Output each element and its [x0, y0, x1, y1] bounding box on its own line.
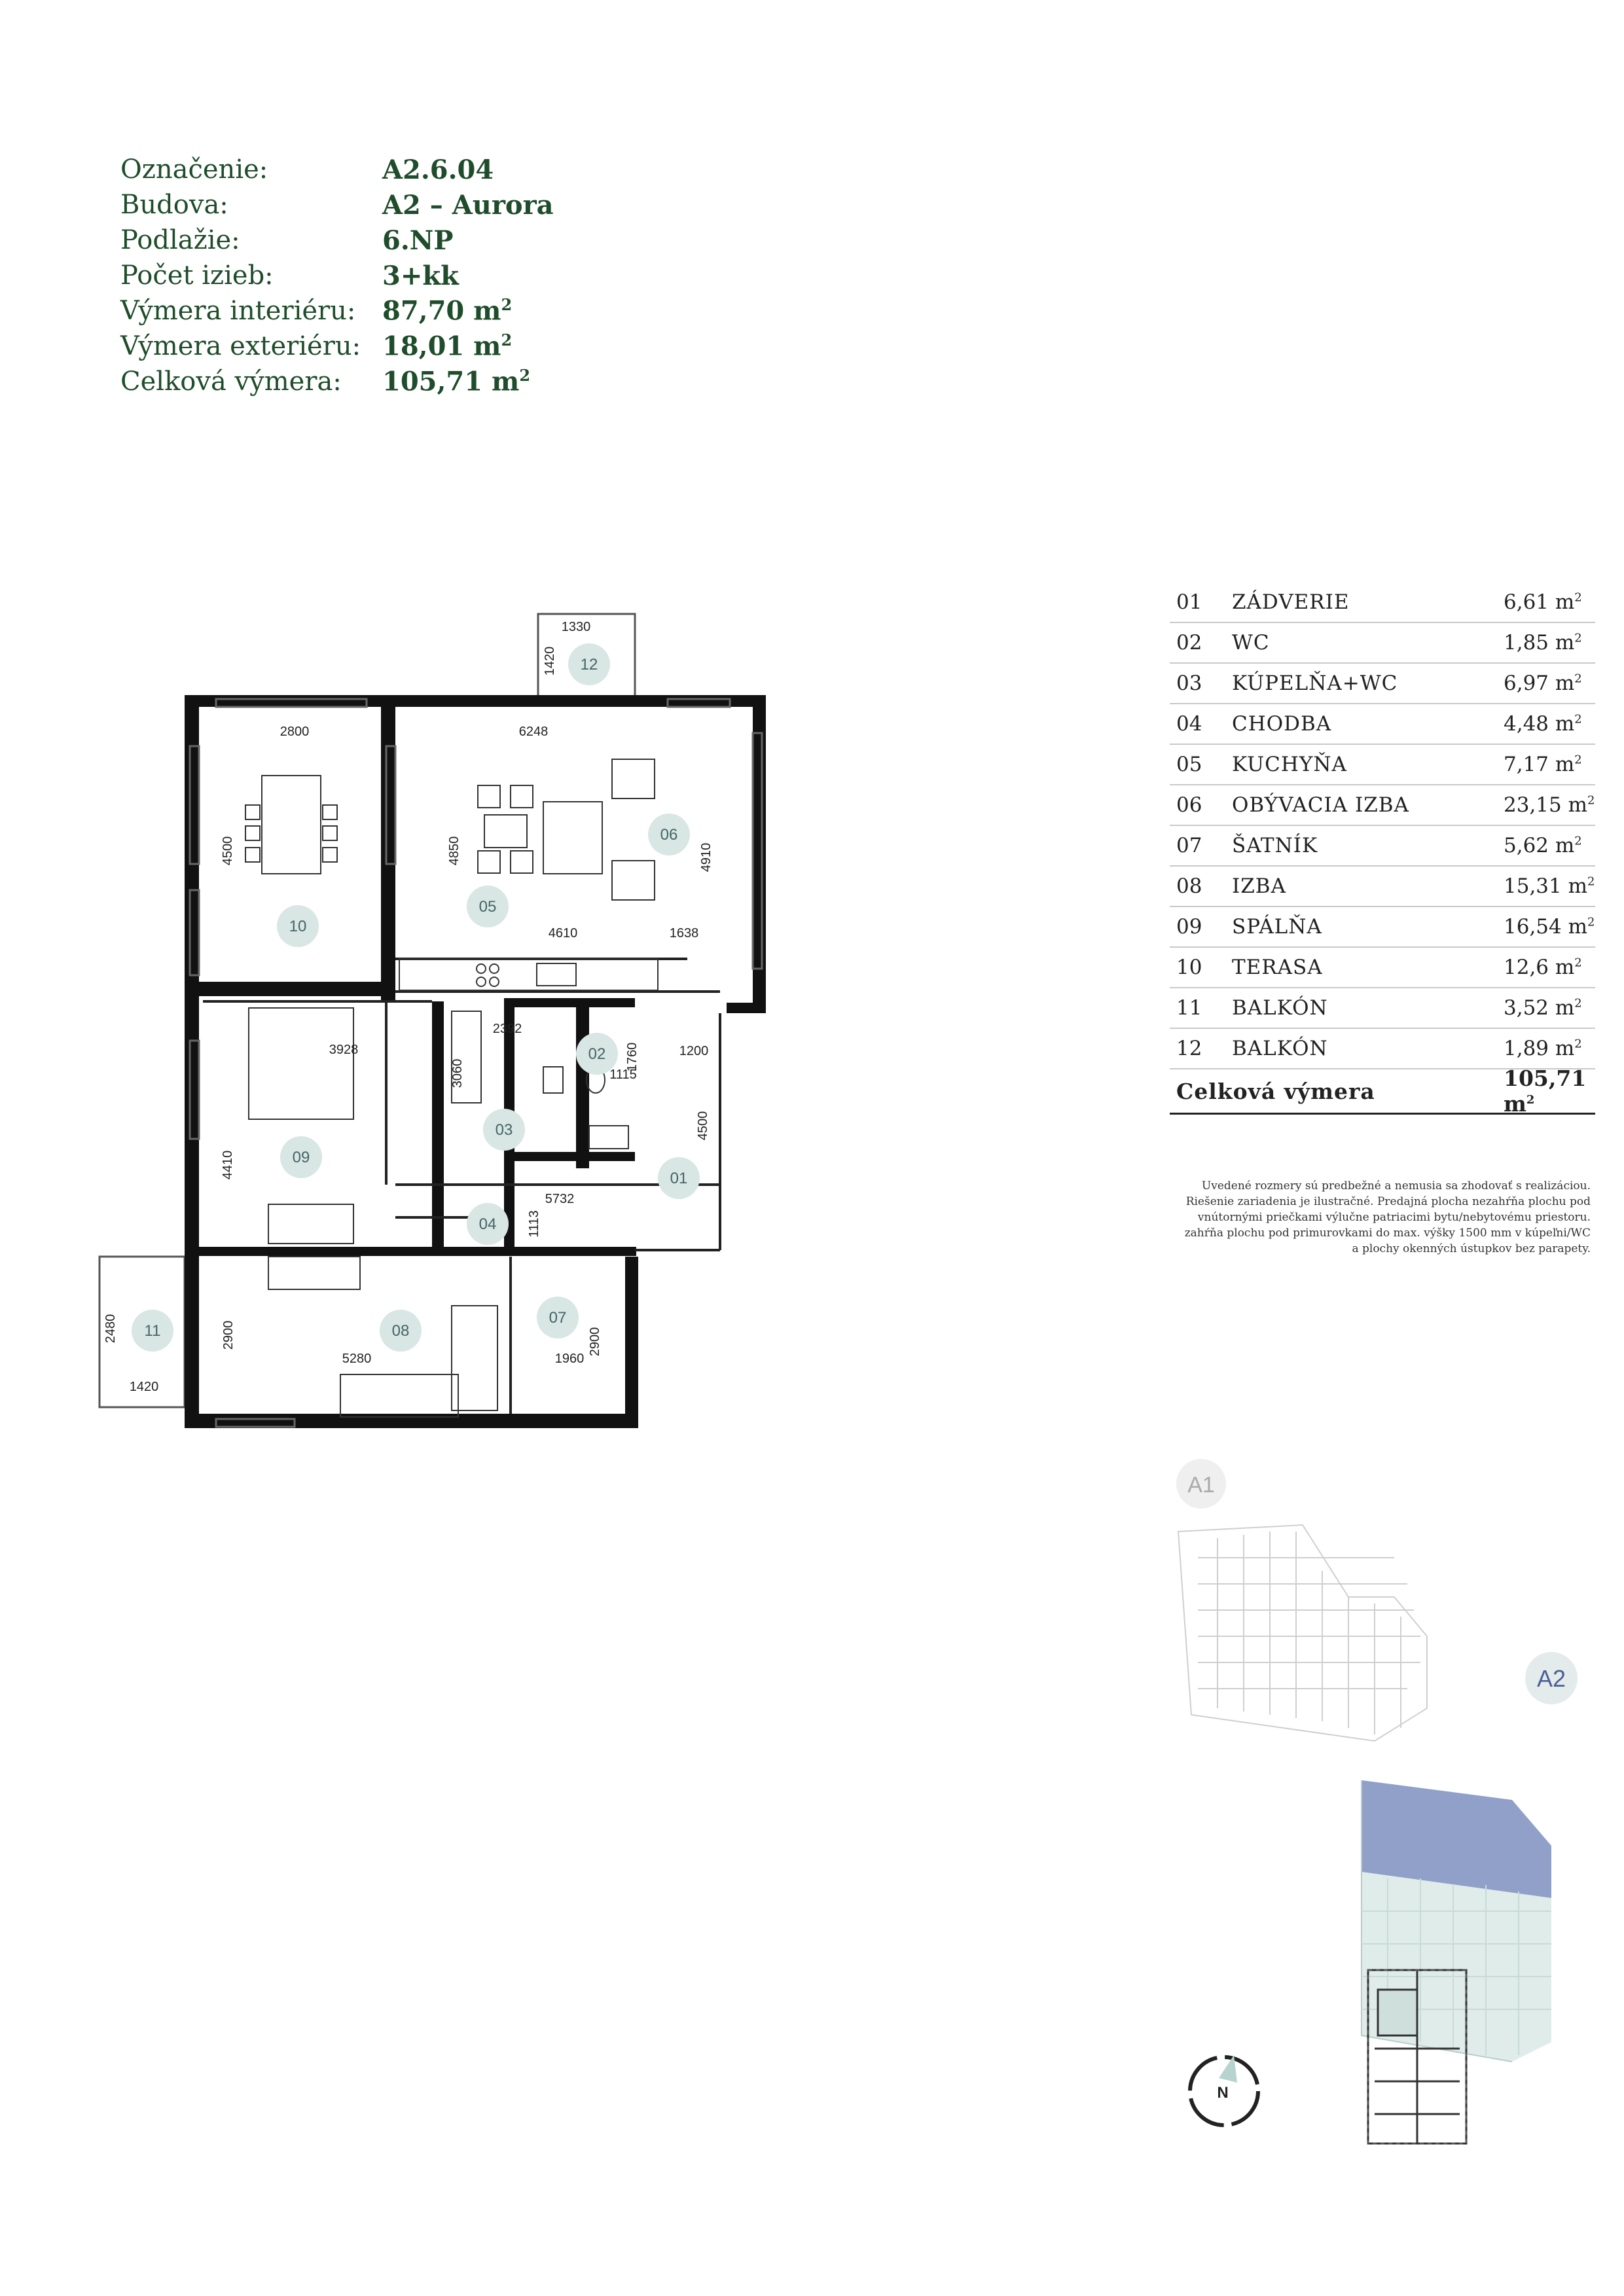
info-label: Výmera interiéru: [120, 296, 356, 326]
info-row: Počet izieb: 3+kk [120, 258, 554, 293]
dim-label: 1420 [543, 647, 557, 676]
room-tag: 07 [549, 1309, 567, 1327]
info-label: Počet izieb: [120, 260, 274, 291]
info-value: 6.NP [382, 224, 454, 256]
info-value: A2 – Aurora [382, 189, 554, 221]
bathroom-fixtures [451, 1011, 629, 1149]
info-value: A2.6.04 [382, 154, 494, 185]
dim-label: 1420 [130, 1380, 159, 1394]
dim-label: 4610 [549, 926, 578, 941]
room-tag: 09 [293, 1149, 310, 1166]
a1-label: A1 [1187, 1473, 1215, 1498]
info-label: Celková výmera: [120, 367, 342, 397]
info-label: Označenie: [120, 154, 268, 185]
info-label: Podlažie: [120, 225, 240, 255]
info-label: Budova: [120, 190, 228, 220]
dim-label: 5280 [342, 1352, 372, 1366]
a2-label: A2 [1537, 1665, 1566, 1692]
dim-label: 1115 [609, 1067, 637, 1082]
building-a1-sketch [1177, 1524, 1428, 1742]
dim-label: 1638 [670, 926, 699, 941]
compass-icon: N [1188, 2055, 1260, 2127]
info-label: Výmera exteriéru: [120, 331, 361, 361]
info-row: Výmera interiéru: 87,70 m2 [120, 293, 554, 329]
dim-label: 2800 [280, 725, 310, 739]
dim-label: 1330 [562, 620, 591, 634]
dim-label: 4410 [221, 1151, 235, 1180]
dim-label: 3928 [329, 1043, 359, 1057]
dim-label: 1200 [679, 1044, 709, 1058]
a1-badge [1176, 1459, 1226, 1509]
svg-text:N: N [1217, 2084, 1228, 2102]
info-row: Budova: A2 – Aurora [120, 187, 554, 223]
info-value: 3+kk [382, 260, 459, 291]
partitions [203, 958, 721, 1414]
room-tag: 12 [581, 656, 598, 673]
room-tag: 05 [479, 898, 497, 916]
windows [189, 698, 763, 1428]
dimension-labels: 1330 1420 2800 6248 4500 4850 4910 4610 … [103, 620, 713, 1394]
apartment-info: Označenie: A2.6.04 Budova: A2 – Aurora Pod… [120, 152, 554, 399]
dim-label: 4500 [696, 1111, 710, 1141]
dim-label: 2900 [221, 1321, 236, 1350]
a2-badge [1525, 1652, 1578, 1704]
outer-walls [185, 695, 766, 1428]
info-row: Podlažie: 6.NP [120, 223, 554, 258]
room-tag: 11 [145, 1322, 161, 1340]
dim-label: 6248 [519, 725, 549, 739]
dim-label: 5732 [545, 1192, 575, 1206]
dim-label: 1960 [555, 1352, 585, 1366]
site-keyplan [1367, 1969, 1468, 2145]
room-tag: 08 [392, 1322, 410, 1340]
disclaimer-note: Uvedené rozmery sú predbežné a nemusia s… [1184, 1179, 1591, 1255]
info-row: Celková výmera: 105,71 m2 [120, 364, 554, 399]
dim-label: 3060 [450, 1059, 465, 1088]
dim-label: 4500 [221, 836, 235, 866]
dim-label: 4910 [699, 843, 713, 872]
room-tag: 02 [588, 1045, 606, 1063]
info-row: Výmera exteriéru: 18,01 m2 [120, 329, 554, 364]
dim-label: 2900 [588, 1327, 602, 1357]
living-furniture [477, 759, 655, 901]
bedroom-furniture [248, 1007, 498, 1418]
info-value: 18,01 m2 [382, 331, 513, 362]
room-tag: 10 [289, 918, 307, 935]
dim-label: 2480 [103, 1314, 118, 1344]
dim-label: 1113 [527, 1210, 541, 1238]
info-value: 105,71 m2 [382, 366, 531, 397]
terrace-furniture [245, 775, 338, 874]
kitchen-counter [399, 958, 659, 991]
dim-label: 4850 [447, 836, 461, 866]
info-value: 87,70 m2 [382, 295, 513, 327]
room-tag: 04 [479, 1215, 497, 1233]
dim-label: 1760 [625, 1043, 640, 1072]
room-tags: 12 10 05 06 09 02 03 01 04 11 08 07 [132, 643, 700, 1352]
dim-label: 2392 [493, 1022, 522, 1036]
room-tag: 01 [670, 1170, 688, 1187]
room-tag: 03 [496, 1121, 513, 1139]
info-row: Označenie: A2.6.04 [120, 152, 554, 187]
room-tag: 06 [660, 826, 678, 844]
